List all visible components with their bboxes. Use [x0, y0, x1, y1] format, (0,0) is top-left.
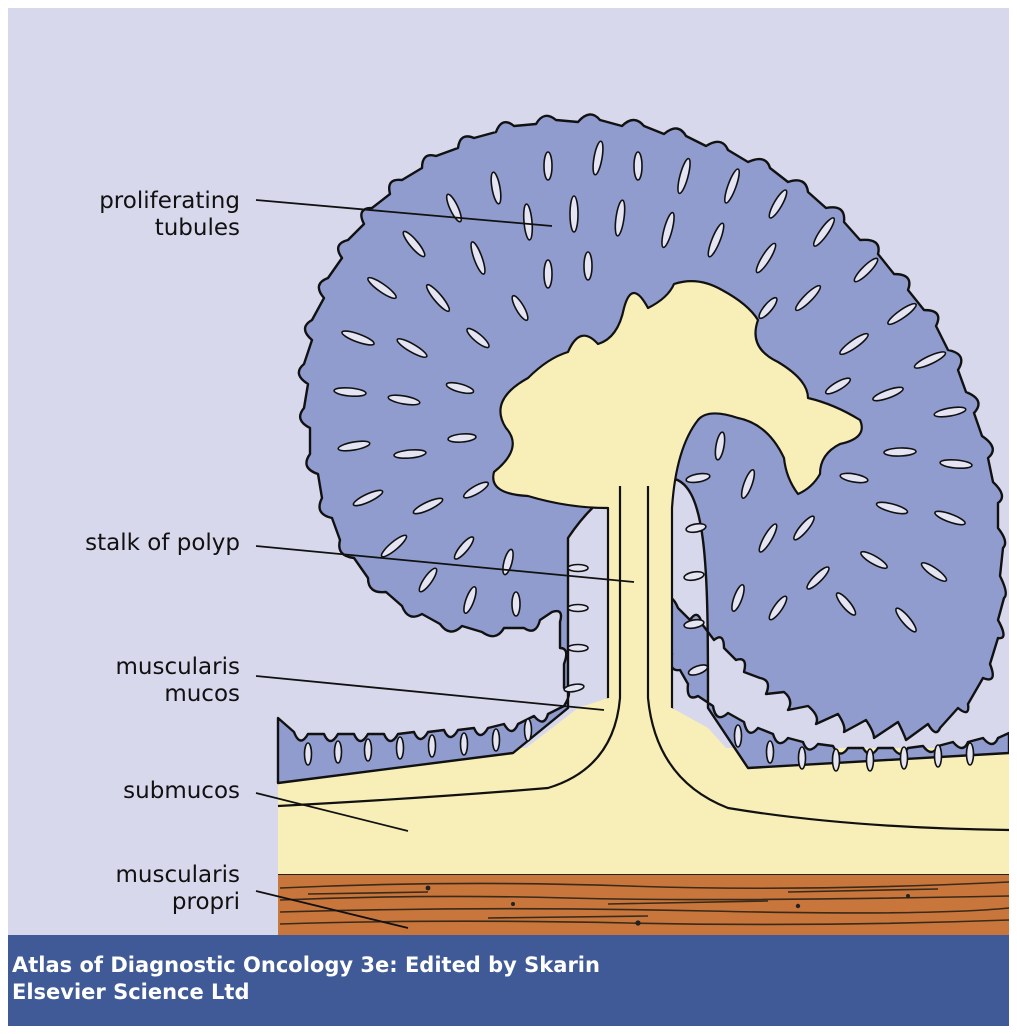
label-submucos: submucos	[38, 778, 240, 805]
caption-line-1: Atlas of Diagnostic Oncology 3e: Edited …	[12, 953, 600, 977]
label-muscularis-mucos: muscularis mucos	[38, 654, 240, 708]
label-proliferating-tubules: proliferating tubules	[38, 188, 240, 242]
figure-frame: proliferating tubules stalk of polyp mus…	[8, 8, 1009, 1026]
caption-line-2: Elsevier Science Ltd	[12, 980, 250, 1004]
label-stalk-of-polyp: stalk of polyp	[38, 530, 240, 557]
label-muscularis-propri: muscularis propri	[38, 862, 240, 916]
muscularis-propria-layer	[278, 874, 1009, 935]
caption-bar: Atlas of Diagnostic Oncology 3e: Edited …	[8, 935, 1009, 1026]
